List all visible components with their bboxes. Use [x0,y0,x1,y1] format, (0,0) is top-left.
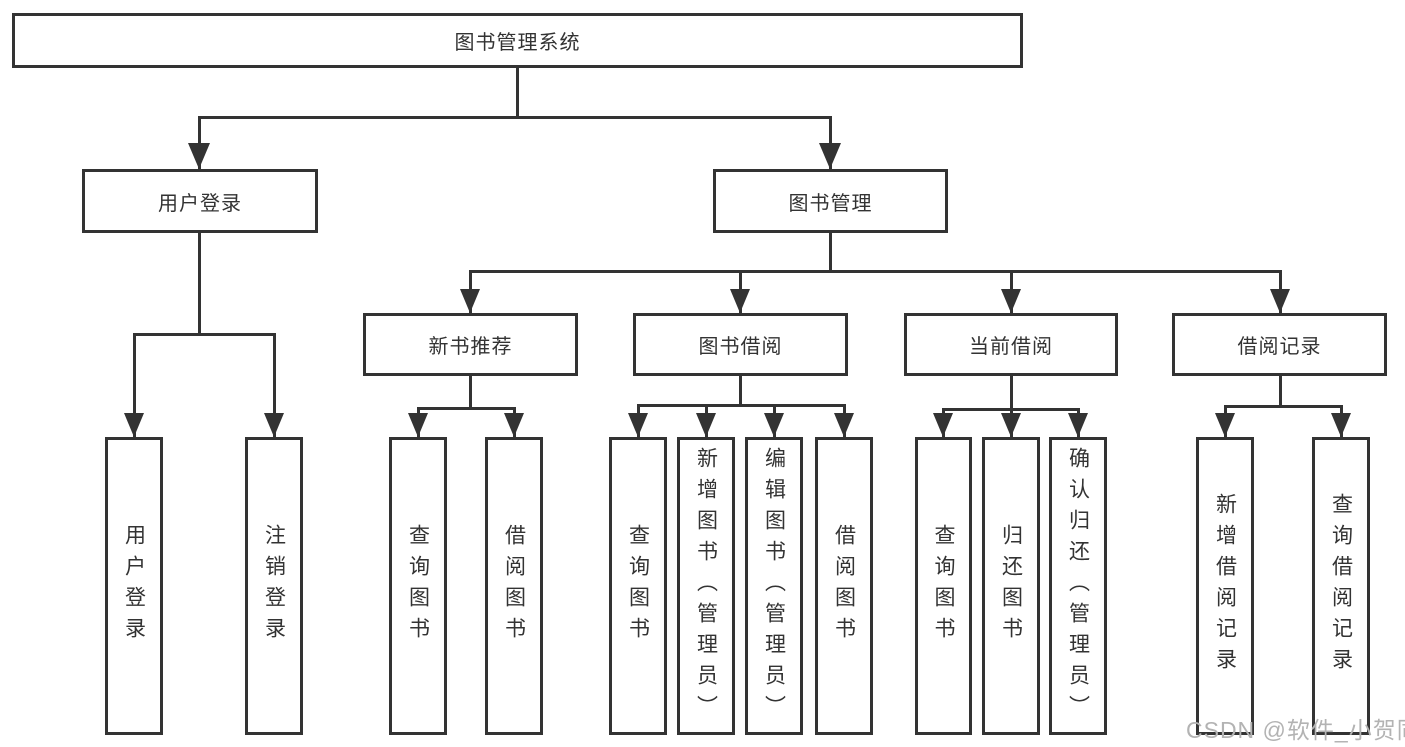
connector-line [1279,376,1282,407]
leaf-user-login: 用户登录 [105,437,163,735]
node-label: 新书推荐 [428,336,513,358]
node-book-borrowing: 图书借阅 [633,313,848,376]
node-label: 图书借阅 [698,336,783,358]
connector-line [198,233,201,335]
arrowhead-icon [1270,289,1290,313]
connector-line [1224,405,1343,408]
node-library-management-system: 图书管理系统 [12,13,1023,68]
leaf-query-books-current: 查询图书 [915,437,972,735]
leaf-query-borrow-record: 查询借阅记录 [1312,437,1370,735]
connector-line [637,404,846,407]
connector-line [516,68,519,118]
connector-line [273,333,276,437]
node-label: 借阅图书 [832,524,856,648]
node-label: 当前借阅 [969,336,1053,358]
connector-line [1010,376,1013,410]
arrowhead-icon [696,413,716,437]
node-label: 借阅记录 [1237,336,1322,358]
node-label: 查询借阅记录 [1329,493,1353,679]
arrowhead-icon [1331,413,1351,437]
arrowhead-icon [1068,413,1088,437]
arrowhead-icon [1215,413,1235,437]
leaf-query-books-borrowing: 查询图书 [609,437,667,735]
connector-line [469,376,472,409]
node-label: 确认归还（管理员） [1066,446,1090,726]
connector-line [829,116,832,169]
connector-line [198,116,201,169]
node-label: 用户登录 [158,192,242,215]
arrowhead-icon [408,413,428,437]
connector-line [469,270,1282,273]
node-label: 编辑图书（管理员） [762,446,786,726]
node-label: 图书管理 [788,192,873,215]
arrowhead-icon [188,143,210,169]
leaf-borrow-books-recommend: 借阅图书 [485,437,543,735]
leaf-edit-books-admin: 编辑图书（管理员） [745,437,803,735]
csdn-watermark: CSDN @软件_小贺同学 [1186,717,1405,743]
node-user-login: 用户登录 [82,169,318,233]
node-borrowing-records: 借阅记录 [1172,313,1387,376]
node-label: 新增借阅记录 [1213,493,1237,679]
node-label: 查询图书 [932,524,955,648]
leaf-borrow-books: 借阅图书 [815,437,873,735]
connector-line [133,333,136,437]
connector-line [829,233,832,272]
arrowhead-icon [933,413,953,437]
leaf-logout: 注销登录 [245,437,303,735]
leaf-add-borrow-record: 新增借阅记录 [1196,437,1254,735]
node-label: 注销登录 [262,524,286,648]
node-label: 查询图书 [626,524,650,648]
node-label: 查询图书 [406,524,430,648]
arrowhead-icon [460,289,480,313]
node-new-book-recommend: 新书推荐 [363,313,578,376]
arrowhead-icon [628,413,648,437]
leaf-query-books-recommend: 查询图书 [389,437,447,735]
arrowhead-icon [1001,413,1021,437]
node-label: 用户登录 [122,524,146,648]
leaf-confirm-return-admin: 确认归还（管理员） [1049,437,1107,735]
connector-line [739,376,742,406]
arrowhead-icon [764,413,784,437]
arrowhead-icon [504,413,524,437]
arrowhead-icon [264,413,284,437]
node-label: 图书管理系统 [454,32,581,54]
arrowhead-icon [730,289,750,313]
arrowhead-icon [124,413,144,437]
leaf-add-books-admin: 新增图书（管理员） [677,437,735,735]
node-current-borrowing: 当前借阅 [904,313,1118,376]
connector-line [417,407,516,410]
leaf-return-books: 归还图书 [982,437,1040,735]
connector-line [198,116,832,119]
connector-line [133,333,276,336]
node-label: 归还图书 [999,524,1023,648]
node-label: 借阅图书 [502,524,526,648]
node-book-management: 图书管理 [713,169,948,233]
arrowhead-icon [819,143,841,169]
arrowhead-icon [1001,289,1021,313]
arrowhead-icon [834,413,854,437]
node-label: 新增图书（管理员） [694,446,718,726]
